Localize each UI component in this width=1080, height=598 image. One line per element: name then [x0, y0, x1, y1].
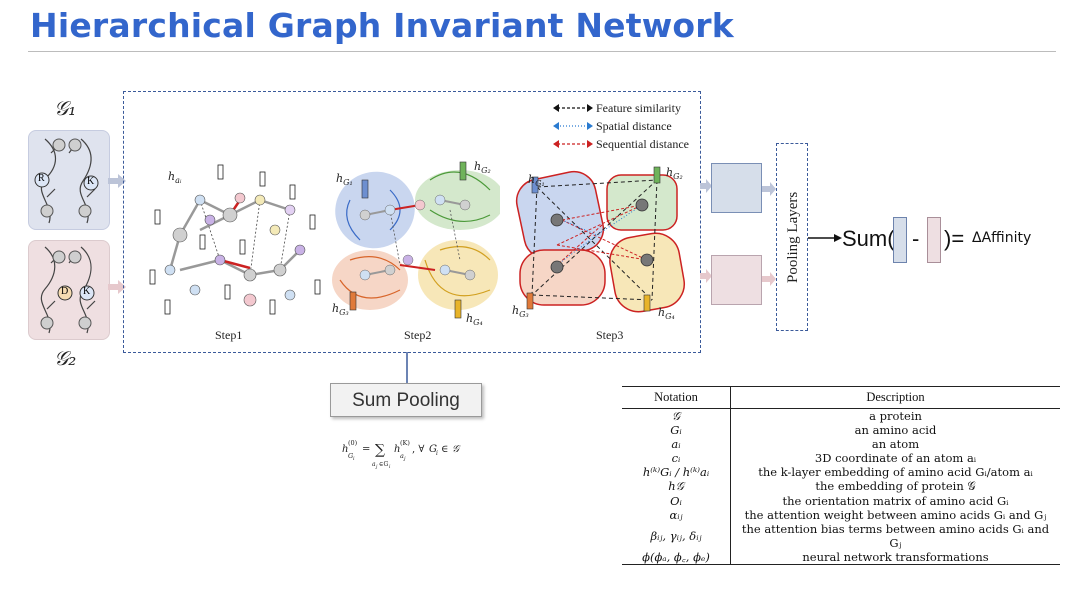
- svg-text:i: i: [389, 464, 391, 470]
- svg-text:, ∀: , ∀: [412, 444, 424, 455]
- g4-embedding-label-step2: hG₄: [466, 312, 483, 328]
- legend-arrows: [553, 104, 593, 148]
- sum-arrow: [808, 234, 842, 242]
- sum-close: )=: [944, 226, 965, 251]
- svg-text:G: G: [429, 444, 437, 455]
- sum-pooling-connector: [406, 352, 408, 384]
- svg-text:(K): (K): [400, 439, 410, 447]
- graph-1-label: 𝒢₁: [54, 96, 77, 120]
- sum-vector-2: [927, 217, 941, 263]
- sum-minus: -: [912, 226, 920, 251]
- graph-2-card: D K: [28, 240, 110, 340]
- delta-affinity: ΔAffinity: [972, 230, 1032, 246]
- legend-feature-similarity: Feature similarity: [596, 101, 681, 115]
- residue-d: D: [61, 286, 69, 297]
- svg-text:𝒢: 𝒢: [452, 444, 461, 455]
- protein-2-sketch: [40, 246, 96, 334]
- g3-embedding-label-step2: hG₃: [332, 302, 349, 318]
- step1-atom-graph: [149, 164, 321, 315]
- step1-label: Step1: [215, 328, 243, 342]
- svg-text:j: j: [375, 464, 378, 470]
- svg-text:∈G: ∈G: [379, 461, 388, 468]
- svg-text:a: a: [372, 461, 376, 468]
- g2-embedding-label-step3: hG₂: [666, 166, 683, 182]
- sum-vector-1: [893, 217, 907, 263]
- g1-embedding-label-step3: hG₁: [528, 173, 545, 189]
- graph-2-label: 𝒢₂: [54, 346, 77, 370]
- svg-text:G: G: [348, 452, 353, 460]
- protein-1-sketch: [34, 138, 99, 224]
- svg-text:i: i: [353, 456, 355, 462]
- residue-k: K: [87, 176, 95, 187]
- protein-1-embedding-square: [711, 163, 762, 213]
- svg-text:∑: ∑: [375, 442, 385, 458]
- title-divider: [28, 51, 1056, 52]
- svg-text:h: h: [394, 444, 400, 455]
- table-row: ϕ(ϕₐ, ϕ꜀, ϕₑ)neural network transformati…: [622, 549, 1060, 566]
- description-header: Description: [730, 386, 1060, 409]
- notation-header: Notation: [622, 386, 731, 409]
- step2-label: Step2: [404, 328, 432, 342]
- protein-2-embedding-square: [711, 255, 762, 305]
- to-pooling-arrows: [762, 182, 776, 286]
- g3-embedding-label-step3: hG₃: [512, 304, 529, 320]
- hierarchical-network-box: [123, 91, 701, 353]
- formula-render: h G i (0) = ∑ a j ∈G i h a j (K) , ∀ G i…: [342, 439, 461, 470]
- pooling-layers-label: Pooling Layers: [785, 191, 801, 283]
- output-arrows: [700, 179, 712, 283]
- pooling-layers-box: [776, 143, 808, 331]
- graph-1-card: R K: [28, 130, 110, 230]
- svg-text:(0): (0): [348, 439, 358, 447]
- input-arrows: [108, 174, 126, 294]
- svg-text:j: j: [403, 456, 406, 462]
- sum-pooling-box: Sum Pooling: [330, 383, 482, 417]
- sum-pooling-formula: h G i (0) = ∑ a j ∈G i h a j (K) , ∀ G i…: [342, 430, 482, 473]
- legend-sequential-distance: Sequential distance: [596, 137, 689, 151]
- g2-embedding-label-step2: hG₂: [474, 160, 491, 176]
- step3-residue-graph: [515, 166, 686, 313]
- svg-text:i: i: [436, 450, 438, 457]
- step2-residue-graph: [332, 161, 500, 319]
- svg-text:h: h: [342, 444, 348, 455]
- g4-embedding-label-step3: hG₄: [658, 306, 675, 322]
- svg-text:a: a: [400, 452, 404, 460]
- svg-text:=: =: [362, 444, 370, 455]
- legend-spatial-distance: Spatial distance: [596, 119, 672, 133]
- atom-embedding-label: haᵢ: [168, 170, 182, 186]
- step3-label: Step3: [596, 328, 624, 342]
- page-title: Hierarchical Graph Invariant Network: [30, 6, 734, 45]
- sum-open: Sum(: [842, 226, 895, 251]
- svg-text:∈: ∈: [441, 444, 448, 455]
- residue-k2: K: [83, 286, 91, 297]
- residue-r: R: [38, 173, 45, 184]
- g1-embedding-label-step2: hG₁: [336, 172, 353, 188]
